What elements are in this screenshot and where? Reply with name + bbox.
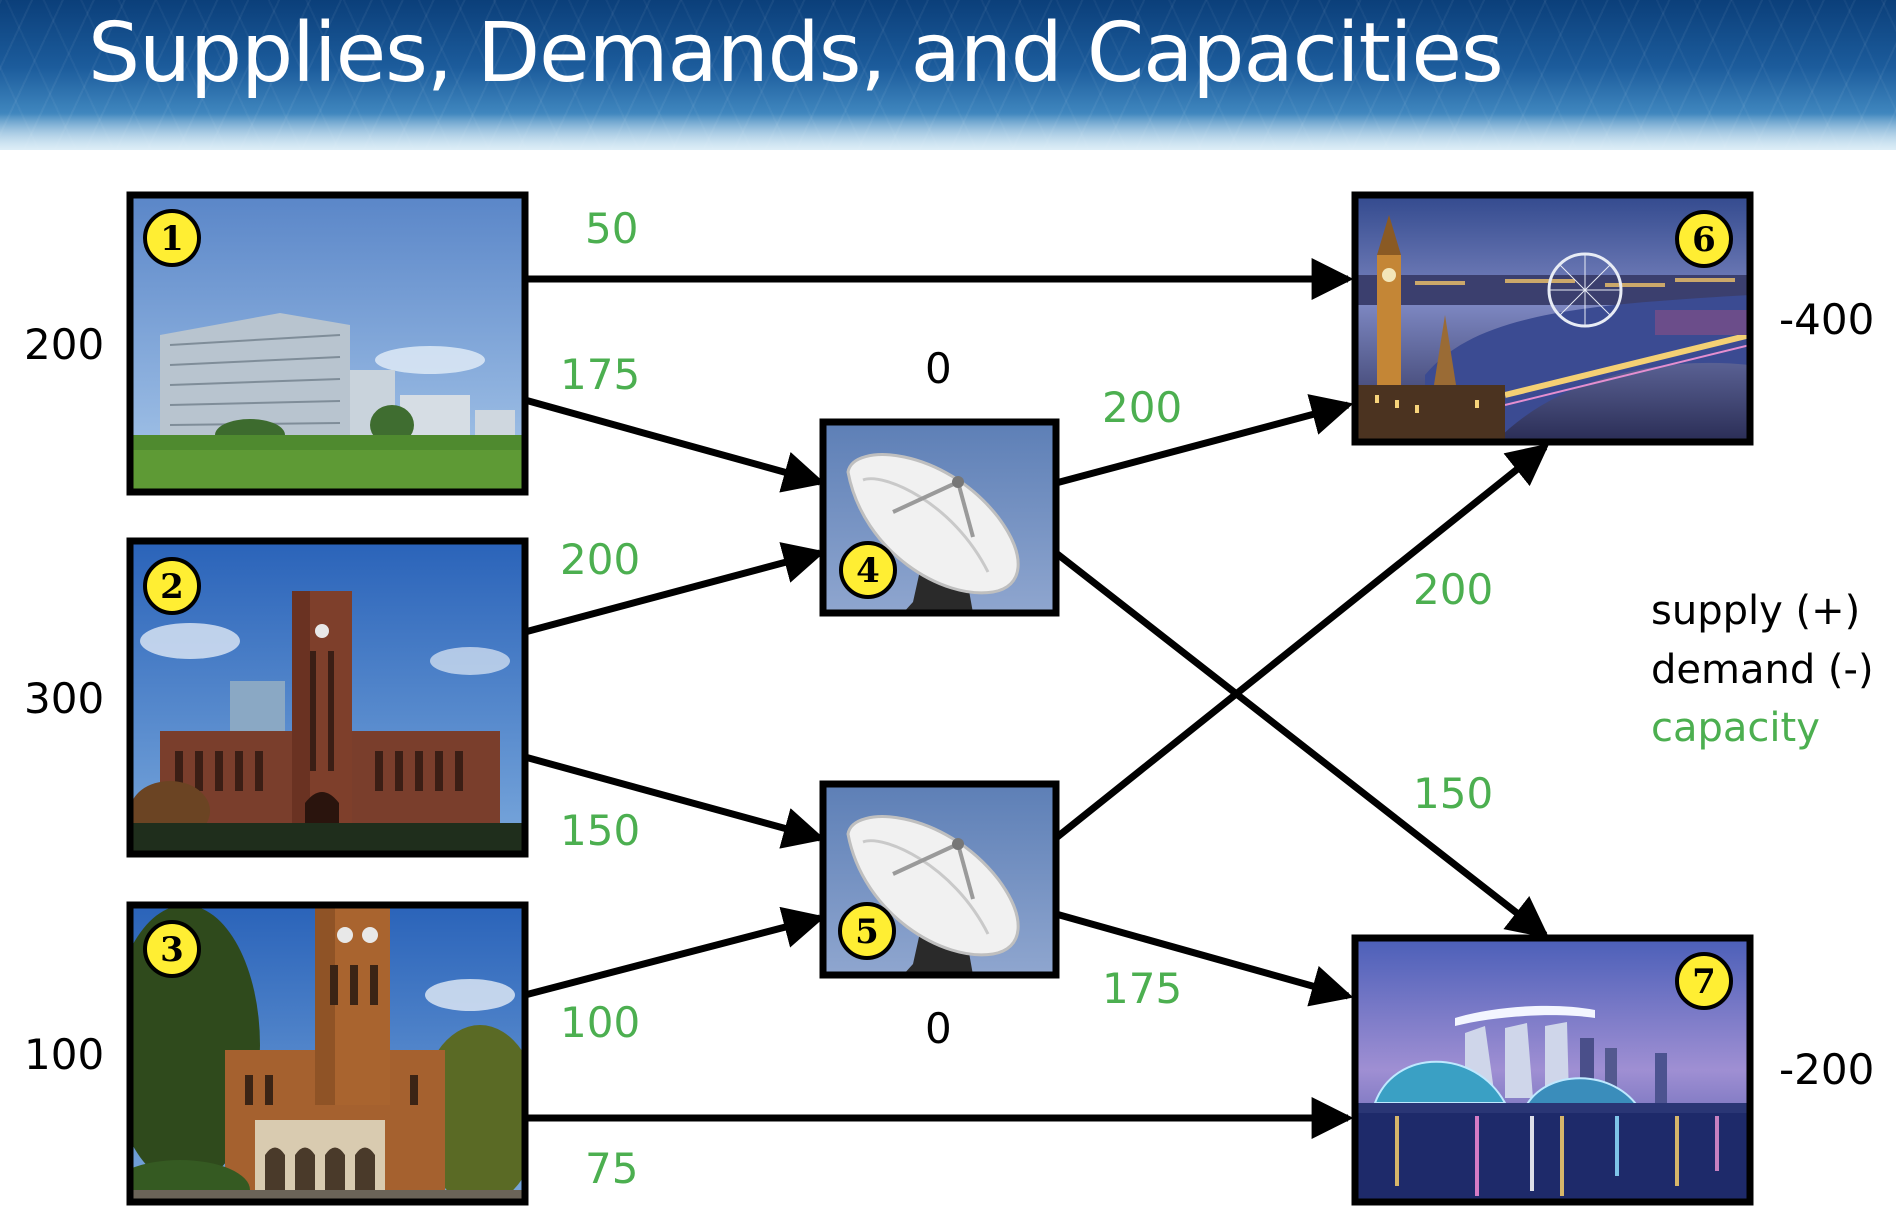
supply-value-5: 0	[925, 1004, 952, 1053]
node-3-badge-circle	[143, 920, 201, 978]
node-4-badge-label: 4	[856, 551, 880, 591]
node-1-frame	[126, 191, 529, 496]
capacity-label-4-7: 150	[1413, 769, 1493, 818]
edge-2-5	[524, 753, 826, 849]
node-4-badge-circle	[839, 541, 897, 599]
legend-capacity: capacity	[1651, 705, 1820, 751]
legend-supply: supply (+)	[1651, 588, 1860, 634]
node-4-frame	[819, 418, 1060, 617]
banner-glow	[0, 114, 1896, 150]
node-7-frame	[1351, 934, 1754, 1206]
node-6-badge-circle	[1675, 210, 1733, 268]
node-6-frame	[1351, 191, 1754, 446]
edge-3-5	[524, 906, 826, 999]
capacity-label-3-7: 75	[585, 1144, 638, 1193]
capacity-label-4-6: 200	[1102, 383, 1182, 432]
capacity-label-1-4: 175	[560, 350, 640, 399]
legend-demand: demand (-)	[1651, 647, 1874, 693]
node-badges: 1 2 3 4 5 6 7	[143, 209, 1733, 1010]
demand-value-6: -400	[1779, 295, 1874, 344]
edge-1-4	[524, 396, 826, 493]
node-7-badge-circle	[1675, 952, 1733, 1010]
supply-value-3: 100	[24, 1030, 104, 1079]
capacity-label-2-4: 200	[560, 535, 640, 584]
edge-4-7	[1053, 550, 1550, 939]
edge-5-7	[1055, 910, 1354, 1007]
title-banner: Supplies, Demands, and Capacities	[0, 0, 1896, 150]
supply-value-2: 300	[24, 674, 104, 723]
node-6-badge-label: 6	[1692, 220, 1716, 260]
node-5-badge-circle	[838, 902, 896, 960]
slide-title: Supplies, Demands, and Capacities	[88, 6, 1504, 101]
node-2-frame	[126, 537, 529, 858]
node-4-badge: 4	[839, 541, 897, 599]
node-2-badge-label: 2	[160, 567, 184, 607]
node-6-badge: 6	[1675, 210, 1733, 268]
node-5-frame	[819, 780, 1060, 979]
edge-5-6	[1053, 443, 1550, 841]
capacity-label-1-6: 50	[585, 204, 638, 253]
supply-value-4: 0	[925, 344, 952, 393]
node-3-badge-label: 3	[160, 930, 184, 970]
node-3-badge: 3	[143, 920, 201, 978]
node-1-badge-circle	[143, 209, 201, 267]
node-5-badge: 5	[838, 902, 896, 960]
node-values: 200 300 100 0 0 -400 -200	[24, 295, 1874, 1094]
node-1-badge: 1	[143, 209, 201, 267]
edge-2-4	[524, 542, 826, 636]
node-1-badge-label: 1	[160, 219, 184, 259]
node-3-frame	[126, 901, 529, 1206]
node-7-badge-label: 7	[1692, 962, 1716, 1002]
capacity-labels: 50 175 200 150 100 75 200 150 200 175	[560, 204, 1493, 1193]
node-5-badge-label: 5	[855, 912, 879, 952]
node-2-badge: 2	[143, 557, 201, 615]
capacity-label-3-5: 100	[560, 998, 640, 1047]
supply-value-1: 200	[24, 320, 104, 369]
legend: supply (+) demand (-) capacity	[1651, 588, 1874, 751]
node-7-badge: 7	[1675, 952, 1733, 1010]
capacity-label-2-5: 150	[560, 806, 640, 855]
capacity-label-5-7: 175	[1102, 964, 1182, 1013]
demand-value-7: -200	[1779, 1045, 1874, 1094]
edges	[524, 258, 1550, 1139]
node-2-badge-circle	[143, 557, 201, 615]
capacity-label-5-6: 200	[1413, 565, 1493, 614]
edge-4-6	[1055, 394, 1354, 487]
